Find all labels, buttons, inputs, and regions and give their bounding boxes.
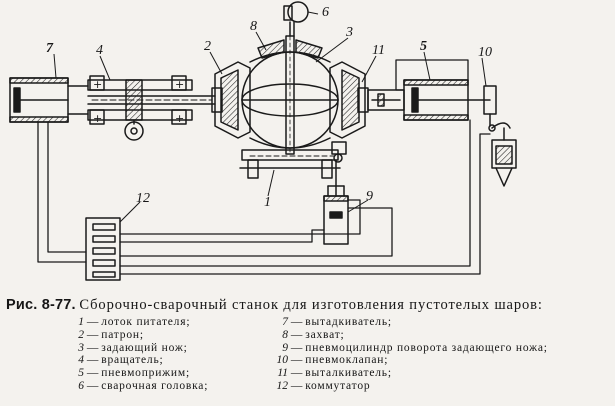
callout-1: 1 bbox=[264, 195, 271, 210]
callout-4: 4 bbox=[96, 43, 103, 58]
legend-item: 5 — пневмоприжим; bbox=[78, 367, 190, 380]
caption-title: Сборочно-сварочный станок для изготовлен… bbox=[79, 297, 543, 313]
legend-item: 12 — коммутатор bbox=[276, 379, 371, 392]
callout-7: 7 bbox=[46, 41, 53, 56]
callout-8: 8 bbox=[250, 19, 257, 34]
legend-item: 4 — вращатель; bbox=[78, 354, 164, 367]
legend-item: 1 — лоток питателя; bbox=[78, 316, 191, 328]
caption-label: Рис. 8-77. bbox=[6, 297, 76, 313]
master-knife bbox=[257, 35, 323, 155]
callout-2: 2 bbox=[204, 39, 211, 54]
callout-11: 11 bbox=[372, 43, 385, 58]
feeder-tray bbox=[239, 141, 347, 179]
machine-diagram: + + + + bbox=[9, 1, 517, 281]
callout-3: 3 bbox=[346, 25, 353, 40]
legend-right-column: 7 — вытадкиватель; 8 — захват; 9 — пневм… bbox=[268, 316, 548, 393]
svg-text:+: + bbox=[93, 78, 102, 91]
callout-9: 9 bbox=[366, 189, 373, 204]
legend-item: 8 — захват; bbox=[282, 328, 345, 341]
legend-item: 3 — задающий нож; bbox=[78, 341, 188, 354]
svg-text:+: + bbox=[93, 112, 102, 125]
air-lines bbox=[37, 59, 491, 275]
figure-caption: Рис. 8-77. Сборочно-сварочный станок для… bbox=[6, 296, 612, 314]
svg-text:+: + bbox=[175, 112, 184, 125]
callout-10: 10 bbox=[478, 45, 492, 60]
rotator-shaft: + + + + bbox=[87, 75, 216, 125]
pneumatic-clamp bbox=[403, 79, 491, 121]
ejector-cylinder-left bbox=[9, 77, 89, 123]
legend-item: 10 — пневмоклапан; bbox=[276, 354, 389, 367]
chuck-left bbox=[211, 61, 251, 139]
legend-item: 9 — пневмоцилиндр поворота задающего нож… bbox=[282, 341, 548, 354]
callout-6: 6 bbox=[322, 5, 329, 20]
ejector-rod-right bbox=[367, 89, 405, 111]
legend-item: 7 — вытадкиватель; bbox=[282, 316, 392, 328]
commutator bbox=[85, 217, 121, 281]
pneumatic-valve bbox=[483, 85, 517, 187]
knife-rotation-cylinder bbox=[323, 159, 349, 245]
welding-head bbox=[283, 1, 309, 37]
legend-item: 11 — выталкиватель; bbox=[277, 367, 392, 380]
callout-5: 5 bbox=[420, 39, 427, 54]
legend-item: 2 — патрон; bbox=[78, 328, 144, 341]
legend-left-column: 1 — лоток питателя; 2 — патрон; 3 — зада… bbox=[52, 316, 208, 393]
legend-item: 6 — сварочная головка; bbox=[78, 379, 209, 392]
rotator-gear bbox=[124, 79, 144, 141]
svg-text:+: + bbox=[175, 78, 184, 91]
callout-12: 12 bbox=[136, 191, 150, 206]
